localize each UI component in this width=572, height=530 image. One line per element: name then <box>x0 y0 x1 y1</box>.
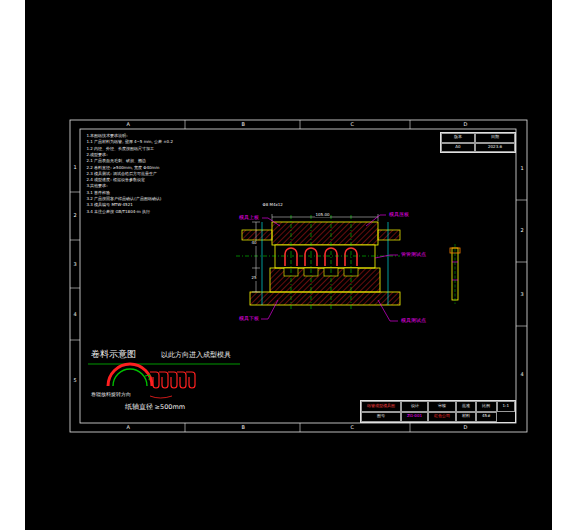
zone-number: 2 <box>73 213 77 219</box>
zone-letter: C <box>350 122 355 128</box>
coil-schematic <box>88 364 240 398</box>
zone-number: 3 <box>520 292 524 298</box>
note-line: 2.2 卷料直径: ≥500mm, 宽度 Φ40mm <box>86 166 160 171</box>
zone-letter: D <box>463 425 468 431</box>
outer-frame <box>70 120 527 432</box>
rotation-note: 卷辊放料旋转方向 <box>90 392 131 397</box>
dimension-text: Φ8 M4x12 <box>262 203 283 208</box>
zone-number: 4 <box>73 312 77 318</box>
dimension-text: 25 <box>251 276 257 281</box>
table-cell: 批准 <box>456 401 476 412</box>
note-line: 1.本图纸技术要求说明: <box>86 134 128 139</box>
diameter-note: 纸轴直径 ≥500mm <box>124 404 186 411</box>
table-cell: 材料 <box>456 412 476 423</box>
table-cell: 设计 <box>401 401 428 412</box>
table-cell: 日期 <box>475 133 515 143</box>
part-label: 模具压板 <box>388 212 409 218</box>
dimension-text: 105.00 <box>315 213 330 218</box>
zone-letter: B <box>241 425 245 431</box>
zone-number: 2 <box>520 228 524 234</box>
note-line: 2.成型要求: <box>86 153 108 158</box>
note-line: 1.2 内径、外径、长度按图纸尺寸加工 <box>86 147 155 152</box>
revision-table: 版本日期A02023.6 <box>440 132 516 153</box>
leader-lines <box>261 215 398 321</box>
table-cell: 比例 <box>476 401 496 412</box>
table-cell: 审核 <box>428 401 456 412</box>
dimension-text: 40 <box>251 241 257 246</box>
table-cell: 红色公司 <box>428 412 456 423</box>
zone-number: 3 <box>73 262 77 268</box>
zone-number: 5 <box>73 378 77 384</box>
table-cell: A0 <box>441 143 475 153</box>
inner-frame <box>80 129 516 423</box>
note-line: 3.2 产品按照客户样品确认(产品图纸确认) <box>86 197 162 202</box>
pin-part <box>450 244 460 304</box>
part-label: 模具下板 <box>238 316 259 322</box>
zone-number: 1 <box>73 165 77 171</box>
zone-letter: B <box>241 122 245 128</box>
zone-letter: A <box>126 425 130 431</box>
part-label: 模具测试点 <box>400 318 426 324</box>
zone-letter: C <box>350 425 355 431</box>
section-title: 卷料示意图 <box>90 349 136 359</box>
table-cell: ZG-001 <box>401 412 428 423</box>
zone-letter: A <box>126 122 130 128</box>
title-block: 纸管成型模具图设计审核批准比例1:1 图号ZG-001红色公司材料45# <box>360 400 516 423</box>
zone-letter: D <box>463 122 468 128</box>
table-cell: 1:1 <box>497 401 515 412</box>
direction-note: 以此方向进入成型模具 <box>160 352 231 359</box>
part-label: 模具上板 <box>238 215 259 221</box>
note-line: 2.1 产品表面无毛刺、破损、翘边 <box>86 159 147 164</box>
table-cell: 纸管成型模具图 <box>361 401 401 412</box>
table-cell: 45# <box>476 412 496 423</box>
zone-ticks <box>70 120 527 432</box>
dimension-lines <box>252 214 378 292</box>
note-line: 2.3 模具测试: 调试合格后方可批量生产 <box>86 172 157 177</box>
table-cell: 2023.6 <box>475 143 515 153</box>
zone-number: 1 <box>520 166 524 172</box>
note-line: 3.1 首件检验 <box>86 191 111 196</box>
note-line: 1.1 产品材料为纸管, 壁厚 4~5 mm, 公差 ±0.2 <box>86 140 173 145</box>
zone-number: 4 <box>520 372 524 378</box>
mold-section <box>236 215 405 310</box>
table-cell: 版本 <box>441 133 475 143</box>
table-cell: 图号 <box>361 412 401 423</box>
note-line: 3.4 未注公差按 GB/T1804-m 执行 <box>86 210 150 215</box>
note-line: 3.其他要求: <box>86 184 108 189</box>
model-space <box>25 0 552 530</box>
part-label: 管管测试点 <box>400 252 426 258</box>
note-line: 3.3 模具编号 MTW-4521 <box>86 203 133 208</box>
note-line: 2.4 成型速度: 根据设备参数设定 <box>86 178 145 183</box>
